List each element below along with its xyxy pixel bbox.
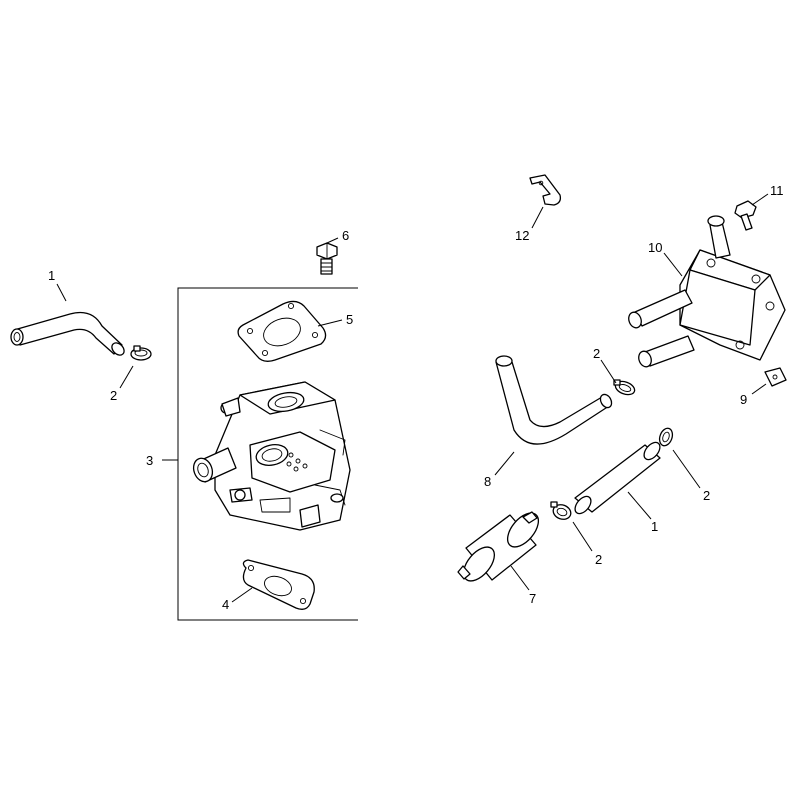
callout-1: 1 <box>48 268 55 283</box>
callout-9: 9 <box>740 392 747 407</box>
bolt-part <box>316 242 338 275</box>
leader-lines <box>56 193 769 603</box>
callout-2: 2 <box>593 346 600 361</box>
callout-11: 11 <box>770 183 784 198</box>
callout-5: 5 <box>346 312 353 327</box>
hose-clamp-part <box>613 379 636 396</box>
screw-part <box>734 200 757 231</box>
callout-1: 1 <box>651 519 658 534</box>
fuel-hose-elbow-part <box>10 311 125 356</box>
fuel-pump-part <box>628 215 786 368</box>
carburetor-part <box>192 381 351 531</box>
hose-clamp-part <box>550 501 572 520</box>
callout-6: 6 <box>342 228 349 243</box>
fuel-pipe-straight-part <box>574 441 661 515</box>
clip-bracket-part <box>529 174 562 206</box>
fitting-part <box>764 367 787 387</box>
hose-clamp-part <box>130 345 152 361</box>
fuel-filter-part <box>457 511 540 582</box>
callout-12: 12 <box>515 228 529 243</box>
fuel-hose-curved-part <box>495 355 613 445</box>
callout-2: 2 <box>110 388 117 403</box>
callout-2: 2 <box>703 488 710 503</box>
callout-10: 10 <box>648 240 662 255</box>
callout-8: 8 <box>484 474 491 489</box>
callout-4: 4 <box>222 597 229 612</box>
gasket-upper-part <box>237 300 327 362</box>
callout-3: 3 <box>146 453 153 468</box>
callout-labels: 1 2 3 4 5 6 12 11 10 2 9 8 2 1 2 7 <box>48 183 784 612</box>
callout-2: 2 <box>595 552 602 567</box>
callout-7: 7 <box>529 591 536 606</box>
gasket-lower-part <box>242 559 315 610</box>
assembly-bracket <box>177 287 358 621</box>
hose-clamp-part <box>658 427 674 447</box>
